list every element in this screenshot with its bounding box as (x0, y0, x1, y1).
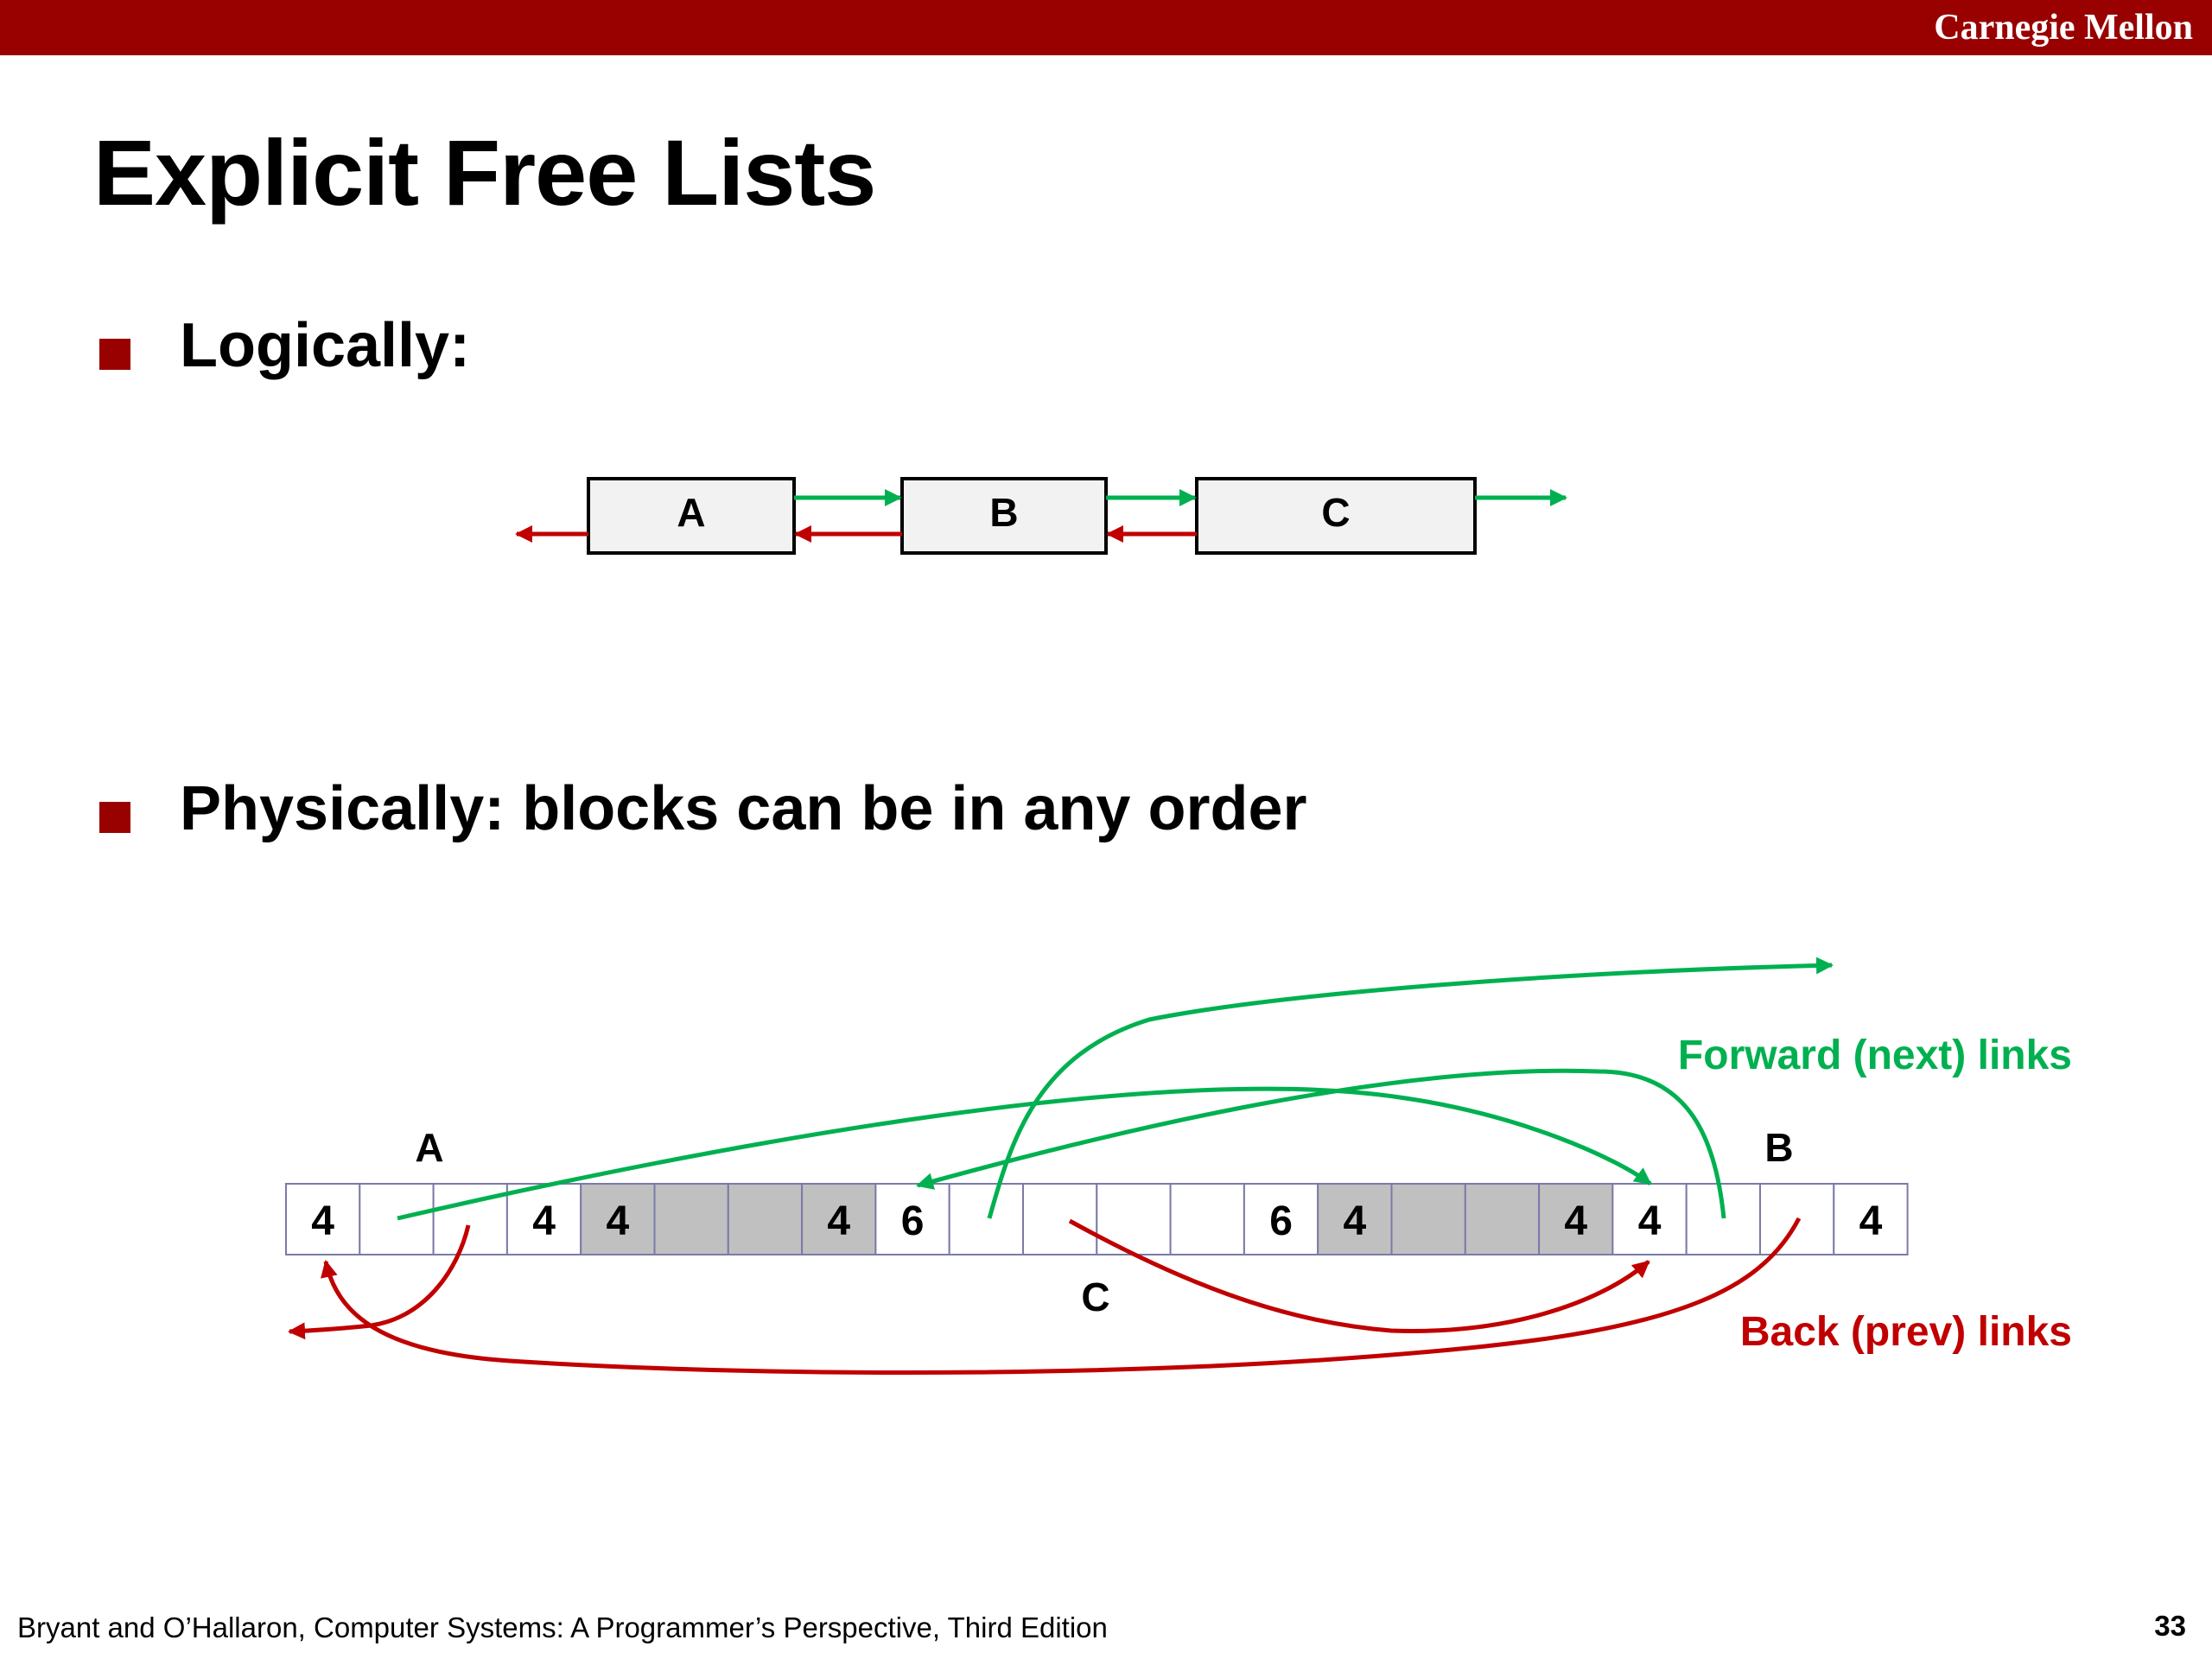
heap-cell (948, 1183, 1024, 1255)
forward-links (397, 957, 1834, 1221)
heap-cell (580, 1183, 656, 1255)
heap-cell (653, 1183, 729, 1255)
heap-cell (727, 1183, 804, 1255)
heap-cell-label: 4 (1859, 1198, 1883, 1244)
bullet-marker (99, 339, 130, 370)
logical-block-b-label: B (989, 490, 1018, 535)
heap-cell-label: 4 (311, 1198, 334, 1244)
heap-cell (1169, 1183, 1245, 1255)
heap-cell (1022, 1183, 1098, 1255)
footer-citation: Bryant and O’Hallaron, Computer Systems:… (17, 1611, 1108, 1643)
logical-block-a-label: A (677, 490, 705, 535)
heap-cell-label: 4 (1343, 1198, 1366, 1244)
heap-cell (359, 1183, 435, 1255)
heap-cell-label: 4 (1564, 1198, 1587, 1244)
heap-cell-label: 4 (532, 1198, 556, 1244)
logical-block-c (1195, 477, 1477, 555)
back-link-a-to-start (288, 1224, 471, 1340)
heap-cell-label: 6 (1269, 1198, 1293, 1244)
physical-label-b: B (1764, 1125, 1793, 1170)
heap-cell (1538, 1183, 1614, 1255)
logical-block-b (900, 477, 1108, 555)
heap-cell-label: 4 (1638, 1198, 1662, 1244)
bullet-marker (99, 802, 130, 833)
logical-list: A B C (515, 477, 1567, 555)
heap-cell (1611, 1183, 1688, 1255)
page-number: 33 (2154, 1610, 2186, 1642)
heap-cell (1833, 1183, 1909, 1255)
legend-forward-links: Forward (next) links (1678, 1033, 2072, 1078)
heap-cell (1243, 1183, 1319, 1255)
heap-cell-label: 6 (901, 1198, 925, 1244)
bullet-logically: Logically: (180, 311, 471, 380)
heap-cell (1317, 1183, 1393, 1255)
physical-label-c: C (1081, 1274, 1109, 1319)
heap-cells: 4 4 4 4 6 6 4 4 4 4 (285, 1183, 1909, 1255)
forward-link-b-to-c (916, 1068, 1726, 1219)
back-link-b-to-a (321, 1217, 1802, 1376)
physical-label-a: A (415, 1125, 443, 1170)
heap-cell (801, 1183, 877, 1255)
legend-back-links: Back (prev) links (1740, 1309, 2072, 1355)
slide-title: Explicit Free Lists (93, 120, 876, 225)
brand-name: Carnegie Mellon (1934, 8, 2193, 48)
heap-cell-label: 4 (827, 1198, 850, 1244)
heap-cell (1390, 1183, 1466, 1255)
heap-cell (1464, 1183, 1541, 1255)
bullet-physically: Physically: blocks can be in any order (180, 774, 1307, 843)
heap-cell (874, 1183, 950, 1255)
heap-cell-label: 4 (606, 1198, 629, 1244)
back-links (288, 1217, 1802, 1376)
heap-cell (285, 1183, 361, 1255)
forward-link-c-to-end (987, 957, 1834, 1219)
forward-link-a-to-b (397, 1086, 1652, 1221)
heap-cell (1096, 1183, 1172, 1255)
back-link-c-to-b (1068, 1218, 1650, 1333)
logical-block-c-label: C (1321, 490, 1350, 535)
logical-block-a (587, 477, 796, 555)
header-bar: Carnegie Mellon (0, 0, 2212, 55)
heap-cell (1685, 1183, 1761, 1255)
